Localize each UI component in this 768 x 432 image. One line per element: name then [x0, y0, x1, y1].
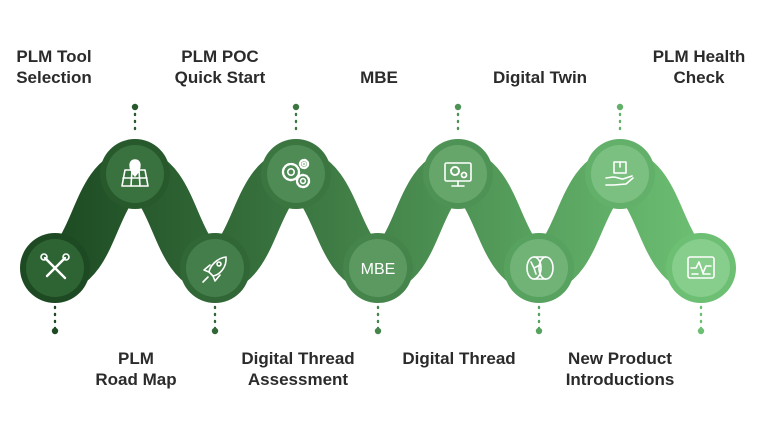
connector-end-dot [697, 327, 705, 335]
mbe-node-label: MBE [361, 261, 396, 278]
connector-end-dot [211, 327, 219, 335]
connector-end-dot [131, 103, 139, 111]
node-3 [180, 233, 250, 303]
node-1 [20, 233, 90, 303]
node-9 [666, 233, 736, 303]
label-digital-twin: Digital Twin [492, 68, 588, 87]
health-monitor-icon [687, 256, 715, 279]
connector-end-dot [292, 103, 300, 111]
label-new-product-intro: New Product Introductions [565, 349, 675, 389]
label-digital-thread: Digital Thread [402, 349, 516, 368]
connector-lines [51, 103, 705, 335]
connector-end-dot [374, 327, 382, 335]
node-6 [423, 139, 493, 209]
node-inner-circle [267, 145, 325, 203]
map-pin-icon [121, 159, 149, 187]
label-road-map: PLM Road Map [95, 349, 177, 389]
node-group: MBE [20, 139, 736, 303]
node-inner-circle [349, 239, 407, 297]
mbe-badge: MBE [361, 261, 396, 278]
label-thread-assessment: Digital Thread Assessment [241, 349, 355, 389]
label-mbe: MBE [360, 68, 398, 87]
node-2 [100, 139, 170, 209]
tools-icon [40, 253, 70, 280]
gears-icon [281, 158, 311, 189]
node-inner-circle [591, 145, 649, 203]
connector-end-dot [535, 327, 543, 335]
rocket-icon [202, 256, 227, 283]
monitor-gear-icon [444, 162, 472, 187]
turbine-icon [526, 256, 554, 280]
connector-end-dot [51, 327, 59, 335]
node-4 [261, 139, 331, 209]
node-inner-circle [186, 239, 244, 297]
node-8 [585, 139, 655, 209]
label-poc-quick-start: PLM POC Quick Start [174, 47, 266, 87]
label-health-check: PLM Health Check [652, 47, 746, 87]
connector-end-dot [454, 103, 462, 111]
label-tool-selection: PLM Tool Selection [16, 47, 92, 87]
hand-box-icon [605, 161, 634, 186]
node-5: MBE [343, 233, 413, 303]
connector-end-dot [616, 103, 624, 111]
node-7 [504, 233, 574, 303]
